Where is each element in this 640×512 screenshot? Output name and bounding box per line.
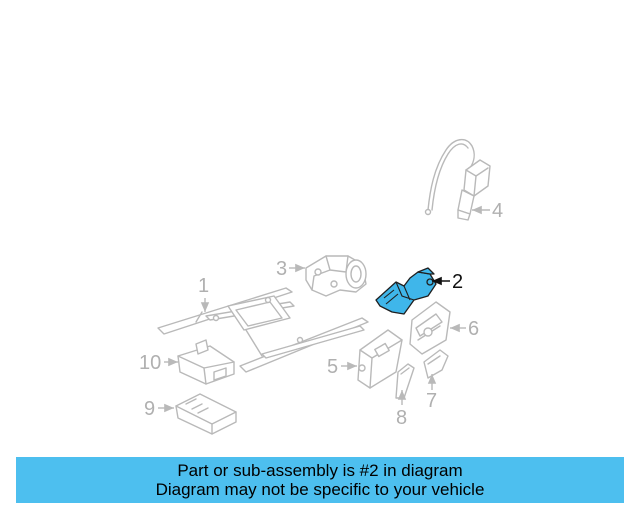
part-5-switch-housing xyxy=(357,329,403,389)
callout-10: 10 xyxy=(139,352,178,374)
callout-5-label: 5 xyxy=(327,356,338,378)
callout-10-label: 10 xyxy=(139,352,161,374)
callout-6: 6 xyxy=(450,318,479,340)
callout-7-label: 7 xyxy=(426,390,437,412)
callout-7: 7 xyxy=(426,374,437,412)
callout-3: 3 xyxy=(276,258,305,280)
part-1-seat-track xyxy=(157,287,369,373)
part-7-knob xyxy=(423,349,449,379)
callout-9: 9 xyxy=(144,398,174,420)
callout-6-label: 6 xyxy=(468,318,479,340)
callout-4-label: 4 xyxy=(492,200,503,222)
part-4-cable-motor xyxy=(424,139,491,221)
callout-2-label[interactable]: 2 xyxy=(452,271,463,293)
callout-3-label: 3 xyxy=(276,258,287,280)
banner-line-1: Part or sub-assembly is #2 in diagram xyxy=(177,461,463,480)
callout-8: 8 xyxy=(396,390,407,429)
part-6-switch xyxy=(409,301,451,355)
callout-4: 4 xyxy=(472,200,503,222)
part-2-seat-motor xyxy=(375,267,437,315)
callout-8-label: 8 xyxy=(396,407,407,429)
part-3-bracket xyxy=(305,255,367,297)
part-10-module xyxy=(177,339,235,385)
callout-5: 5 xyxy=(327,356,357,378)
callout-2[interactable]: 2 xyxy=(432,271,463,293)
banner-line-2: Diagram may not be specific to your vehi… xyxy=(155,480,485,499)
callout-1: 1 xyxy=(198,275,210,312)
callout-9-label: 9 xyxy=(144,398,155,420)
part-9-control-unit xyxy=(175,393,237,435)
part-8-knob-cover xyxy=(395,363,415,399)
callout-1-label: 1 xyxy=(198,275,209,297)
info-banner: Part or sub-assembly is #2 in diagram Di… xyxy=(16,457,624,503)
